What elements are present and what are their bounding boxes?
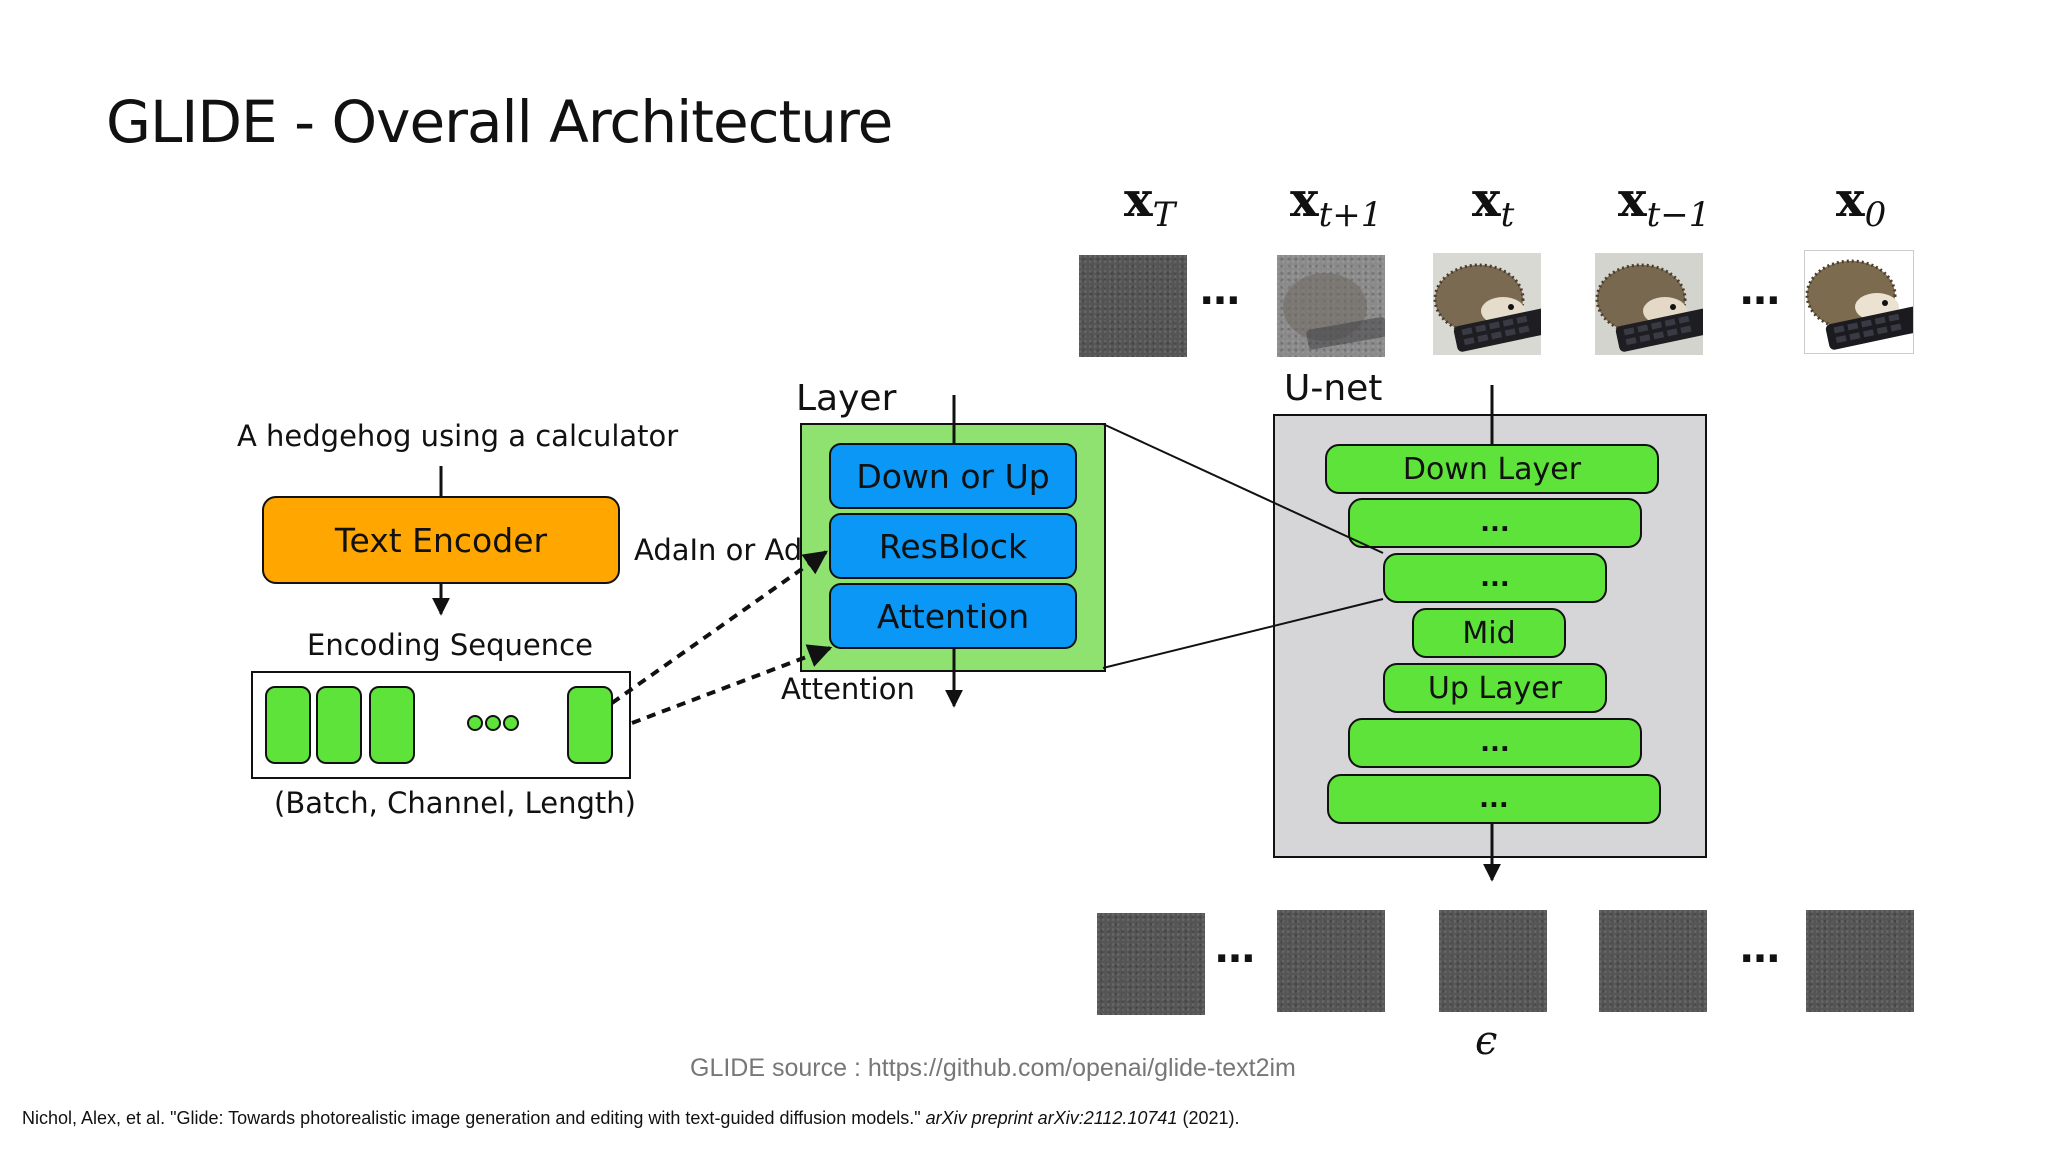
resblock-label: ResBlock (878, 526, 1028, 566)
unet-down-layer-label: Down Layer (1402, 451, 1582, 487)
attention-label: Attention (876, 596, 1030, 636)
unet-title: U-net (1284, 368, 1383, 409)
source-note: GLIDE source : https://github.com/openai… (690, 1054, 1296, 1082)
slide-title: GLIDE - Overall Architecture (106, 88, 893, 156)
prompt-text: A hedgehog using a calculator (237, 419, 679, 453)
timestep-label-0: x0 (1836, 172, 1887, 235)
timestep-label-t: xt (1472, 172, 1515, 235)
attention-block: Attention (829, 583, 1077, 649)
tensor-shape-label: (Batch, Channel, Length) (274, 786, 636, 820)
hedgehog-image-graphic (1595, 263, 1703, 352)
unet-up-layer: Up Layer (1383, 663, 1607, 713)
unet-down-block-3: ... (1383, 553, 1607, 603)
token-embedding-last (567, 686, 613, 764)
hedgehog-image-xt-minus-1 (1595, 253, 1703, 355)
down-or-up-block: Down or Up (829, 443, 1077, 509)
token-embedding-1 (265, 686, 311, 764)
ellipsis-bottom-left: … (1215, 926, 1257, 972)
hedgehog-image-xt (1433, 253, 1541, 355)
citation: Nichol, Alex, et al. "Glide: Towards pho… (22, 1108, 1240, 1129)
resblock-block: ResBlock (829, 513, 1077, 579)
partially-denoised-image-xt-plus-1 (1277, 255, 1385, 357)
noise-prediction-image-3 (1439, 910, 1547, 1012)
unet-down-block-2-label: ... (1480, 508, 1510, 538)
token-embedding-3 (369, 686, 415, 764)
attention-conditioning-arrow (631, 644, 833, 725)
timestep-label-t-minus-1: xt−1 (1618, 172, 1711, 235)
layer-title: Layer (796, 378, 897, 419)
ellipsis-bottom-right: … (1740, 926, 1782, 972)
unet-down-block-2: ... (1348, 498, 1642, 548)
epsilon-label: ϵ (1475, 1018, 1498, 1064)
token-embedding-2 (316, 686, 362, 764)
unet-down-block-3-label: ... (1480, 563, 1510, 593)
timestep-label-t-plus-1: xt+1 (1290, 172, 1383, 235)
unet-mid-block: Mid (1412, 608, 1566, 658)
clean-hedgehog-image-x0 (1804, 250, 1914, 354)
attention-conditioning-label: Attention (781, 672, 915, 706)
unet-down-layer: Down Layer (1325, 444, 1659, 494)
hedgehog-image-graphic (1805, 259, 1913, 350)
zoom-line-bottom (1102, 598, 1384, 669)
ellipsis-top-right: … (1740, 268, 1782, 314)
adain-or-add-label: AdaIn or Add (634, 533, 821, 567)
citation-main: Nichol, Alex, et al. "Glide: Towards pho… (22, 1108, 921, 1128)
ellipsis-top-left: … (1200, 268, 1242, 314)
text-encoder-box: Text Encoder (262, 496, 620, 584)
unet-up-block-3: ... (1327, 774, 1661, 824)
hedgehog-image-graphic (1433, 263, 1541, 352)
unet-up-layer-label: Up Layer (1427, 670, 1563, 706)
unet-up-block-3-label: ... (1479, 784, 1509, 814)
faint-hedgehog-image (1283, 273, 1385, 350)
noise-prediction-image-5 (1806, 910, 1914, 1012)
sequence-ellipsis-dots (467, 715, 519, 731)
noisy-image-xT (1079, 255, 1187, 357)
citation-venue: arXiv preprint arXiv:2112.10741 (925, 1108, 1178, 1128)
timestep-label-T: xT (1124, 172, 1176, 235)
noise-prediction-image-1 (1097, 913, 1205, 1015)
unet-up-block-2-label: ... (1480, 728, 1510, 758)
encoding-sequence-box (251, 671, 631, 779)
down-or-up-label: Down or Up (856, 456, 1050, 496)
text-encoder-label: Text Encoder (334, 520, 548, 560)
citation-year: (2021). (1182, 1108, 1240, 1128)
noise-prediction-image-4 (1599, 910, 1707, 1012)
noise-prediction-image-2 (1277, 910, 1385, 1012)
unet-mid-label: Mid (1462, 615, 1516, 651)
encoding-sequence-label: Encoding Sequence (307, 628, 593, 662)
zoom-line-top (1102, 423, 1384, 554)
adain-conditioning-arrow (610, 550, 828, 705)
unet-up-block-2: ... (1348, 718, 1642, 768)
